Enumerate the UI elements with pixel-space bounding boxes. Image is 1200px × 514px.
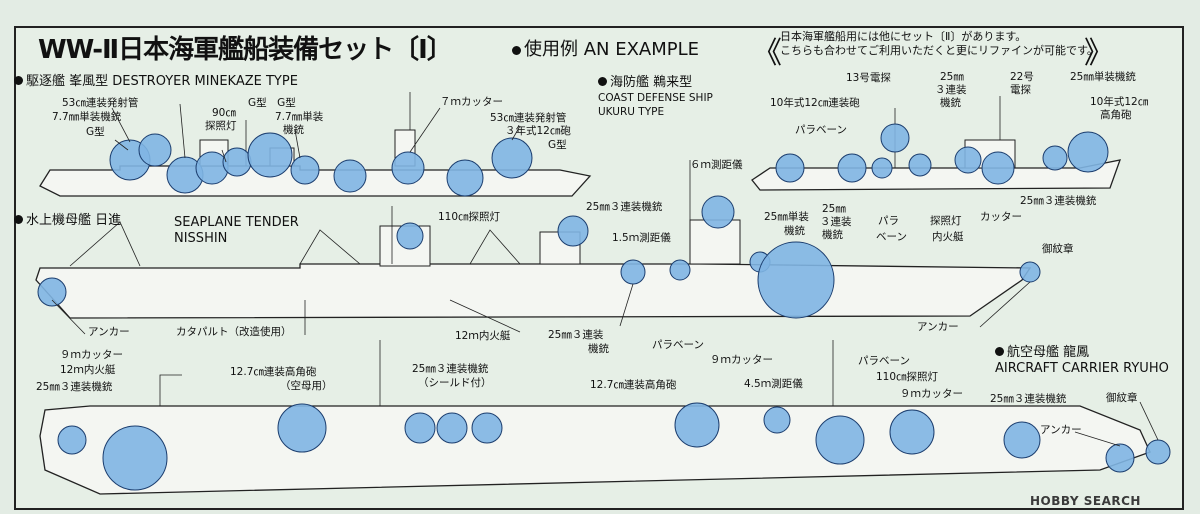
label: 機銃	[940, 97, 961, 109]
label: ３年式12㎝砲	[505, 125, 571, 137]
label: 高角砲	[1100, 109, 1132, 121]
ryuho-title: 航空母艦 龍鳳	[995, 345, 1090, 360]
label: 7.7㎜単装機銃	[52, 111, 122, 123]
label: 13号電探	[846, 72, 891, 84]
label: G型	[86, 126, 105, 138]
bullet-icon	[598, 77, 607, 86]
label: 110㎝探照灯	[438, 211, 501, 223]
nisshin-title-jp: 水上機母艦 日進	[26, 213, 122, 228]
label: ベーン	[876, 231, 907, 243]
label: 12.7㎝連装高角砲	[590, 379, 677, 391]
label: G型 G型	[248, 97, 296, 109]
label: ３連装	[820, 216, 852, 228]
label: 10年式12㎝連装砲	[770, 97, 860, 109]
label: アンカー	[1040, 424, 1082, 436]
label: 25㎜３連装	[548, 329, 604, 341]
left-bracket-icon: 《	[752, 36, 782, 71]
label: カッター	[980, 211, 1022, 223]
note-line-2: こちらも合わせてご利用いただくと更にリファインが可能です。	[780, 44, 1098, 57]
label: 探照灯	[930, 215, 962, 227]
label: 25㎜単装機銃	[1070, 71, 1136, 83]
label: 25㎜３連装機銃	[412, 363, 489, 375]
label: 10年式12㎝	[1090, 96, 1149, 108]
label: 25㎜	[822, 203, 846, 215]
label: 機銃	[588, 343, 609, 355]
minekaze-title-text: 駆逐艦 峯風型 DESTROYER MINEKAZE TYPE	[26, 74, 298, 89]
nisshin-title: 水上機母艦 日進	[14, 213, 122, 228]
label: G型	[548, 139, 567, 151]
label: 25㎜３連装機銃	[990, 393, 1067, 405]
label: 53㎝連装発射管	[62, 97, 139, 109]
ukuru-title-jp: 海防艦 鵜来型	[610, 75, 693, 90]
label: （空母用）	[280, 380, 333, 392]
label: （シールド付）	[418, 377, 492, 389]
label: 25㎜３連装機銃	[36, 381, 113, 393]
label: 機銃	[784, 225, 805, 237]
label: ７ｍカッター	[440, 96, 503, 108]
label: 53㎝連装発射管	[490, 112, 567, 124]
label: 内火艇	[932, 231, 964, 243]
example-label-text: 使用例 AN EXAMPLE	[524, 39, 700, 60]
label: 25㎜３連装機銃	[586, 201, 663, 213]
label: 探照灯	[205, 120, 237, 132]
label: ６ｍ測距儀	[690, 159, 743, 171]
label: 4.5ｍ測距儀	[744, 378, 803, 390]
label: ９ｍカッター	[900, 388, 963, 400]
watermark: HOBBY SEARCH	[1030, 494, 1141, 508]
ukuru-equipment-circles	[775, 123, 1109, 185]
minekaze-equipment-circles	[109, 132, 533, 197]
ukuru-title: 海防艦 鵜来型	[598, 75, 693, 90]
label: 御紋章	[1042, 243, 1074, 255]
label: 電探	[1010, 84, 1031, 96]
nisshin-equipment-circles	[37, 195, 1041, 319]
note: 日本海軍艦船用には他にセット〔Ⅱ〕があります。 こちらも合わせてご利用いただくと…	[780, 30, 1098, 58]
bullet-icon	[995, 347, 1004, 356]
ukuru-title-en1: COAST DEFENSE SHIP	[598, 92, 713, 104]
label: 御紋章	[1106, 392, 1138, 404]
label: 12ｍ内火艇	[455, 330, 511, 342]
label: 機銃	[283, 124, 304, 136]
label: 12.7㎝連装高角砲	[230, 366, 317, 378]
example-label: 使用例 AN EXAMPLE	[512, 40, 699, 60]
bullet-icon	[14, 76, 23, 85]
ryuho-equipment-circles	[57, 402, 1171, 491]
bullet-icon	[14, 215, 23, 224]
ukuru-title-en2: UKURU TYPE	[598, 106, 665, 118]
label: パラベーン	[858, 355, 910, 367]
ryuho-ship	[39, 340, 1151, 495]
label: パラベーン	[652, 339, 704, 351]
nisshin-title-en1: SEAPLANE TENDER	[174, 215, 299, 230]
label: 25㎜単装	[764, 211, 809, 223]
label: 1.5ｍ測距儀	[612, 232, 671, 244]
label: ９ｍカッター	[710, 354, 773, 366]
ukuru-ship	[751, 96, 1121, 191]
nisshin-title-en2: NISSHIN	[174, 231, 228, 246]
leader-lines	[51, 103, 1159, 447]
minekaze-title: 駆逐艦 峯風型 DESTROYER MINEKAZE TYPE	[14, 74, 298, 89]
label: 25㎜	[940, 71, 964, 83]
label: アンカー	[917, 321, 959, 333]
label: カタパルト（改造使用）	[176, 326, 292, 338]
label: 22号	[1010, 71, 1034, 83]
label: 90㎝	[212, 107, 236, 119]
bullet-icon	[512, 46, 521, 55]
label: ３連装	[935, 84, 967, 96]
label: 機銃	[822, 229, 843, 241]
page-title: WW-Ⅱ日本海軍艦船装備セット〔Ⅰ〕	[38, 35, 453, 65]
label: 110㎝探照灯	[876, 371, 939, 383]
note-line-1: 日本海軍艦船用には他にセット〔Ⅱ〕があります。	[780, 30, 1027, 43]
label: ９ｍカッター	[60, 349, 123, 361]
label: パラ	[878, 215, 899, 227]
label: アンカー	[88, 326, 130, 338]
ryuho-title-en: AIRCRAFT CARRIER RYUHO	[995, 361, 1169, 376]
label: 12ｍ内火艇	[60, 364, 116, 376]
label: 7.7㎜単装	[275, 111, 324, 123]
label: パラベーン	[795, 124, 847, 136]
label: 25㎜３連装機銃	[1020, 195, 1097, 207]
ryuho-title-jp: 航空母艦 龍鳳	[1007, 345, 1090, 360]
right-bracket-icon: 》	[1084, 36, 1114, 71]
